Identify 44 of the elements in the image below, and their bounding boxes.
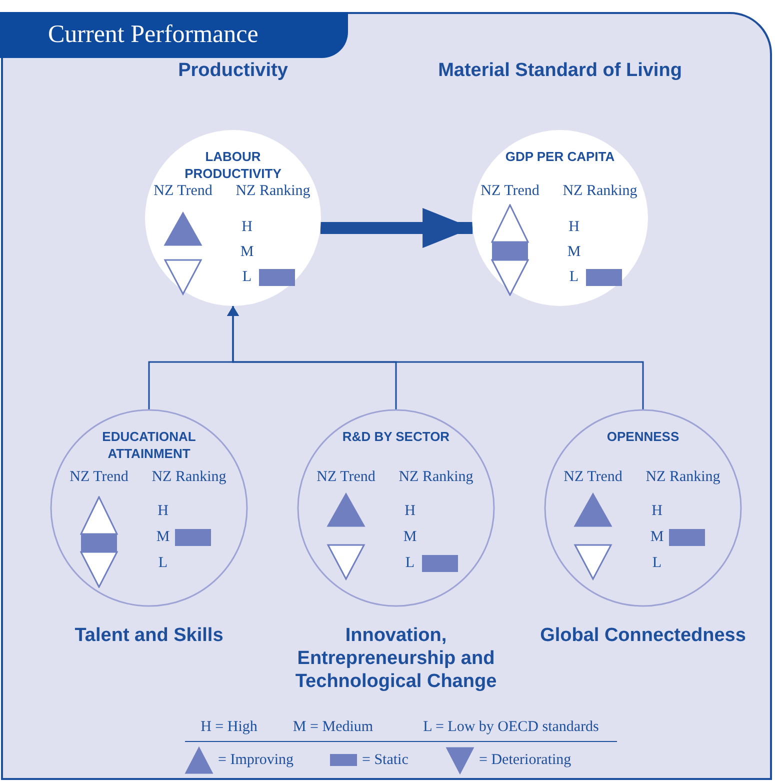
column-header: NZ Ranking (398, 468, 474, 486)
column-header: NZ Ranking (236, 182, 310, 200)
thick-arrow (320, 208, 473, 248)
column-header: NZ Ranking (152, 468, 226, 486)
column-header: NZ Trend (154, 182, 212, 200)
column-header: NZ Ranking (646, 468, 720, 486)
legend-text: = Deteriorating (479, 751, 572, 769)
ranking-level-label: M (156, 528, 170, 546)
column-header: NZ Trend (564, 468, 622, 486)
ranking-level-label: H (404, 502, 416, 520)
ranking-level-label: L (242, 268, 252, 286)
column-header: NZ Trend (316, 468, 376, 486)
key-text: L = Low by OECD standards (423, 718, 599, 736)
category-heading: Innovation, Entrepreneurship and Technological Change (294, 624, 498, 693)
category-heading: Material Standard of Living (437, 59, 683, 82)
ranking-level-label: H (652, 502, 662, 520)
indicator-title: R&D BY SECTOR (341, 428, 451, 445)
ranking-level-label: H (242, 218, 252, 236)
ranking-level-label: L (569, 268, 579, 286)
indicator-title: EDUCATIONAL ATTAINMENT (101, 428, 197, 462)
connector-arrow (227, 306, 644, 410)
key-text: M = Medium (292, 718, 374, 736)
column-header: NZ Ranking (562, 182, 638, 200)
ranking-level-label: M (403, 528, 417, 546)
ranking-level-label: L (405, 554, 415, 572)
category-heading: Global Connectedness (539, 624, 747, 647)
key-text: H = High (200, 718, 258, 736)
legend-text: = Improving (218, 751, 294, 769)
ranking-level-label: M (567, 243, 581, 261)
ranking-level-label: M (240, 243, 254, 261)
ranking-level-label: H (158, 502, 168, 520)
indicator-title: OPENNESS (606, 428, 680, 445)
title-banner: Current Performance (0, 12, 348, 58)
ranking-level-label: H (568, 218, 580, 236)
column-header: NZ Trend (70, 468, 128, 486)
ranking-level-label: L (158, 554, 168, 572)
column-header: NZ Trend (480, 182, 540, 200)
indicator-title: LABOUR PRODUCTIVITY (184, 148, 282, 182)
ranking-level-label: L (652, 554, 662, 572)
category-heading: Productivity (177, 59, 289, 82)
category-heading: Talent and Skills (74, 624, 224, 647)
ranking-level-label: M (650, 528, 664, 546)
legend-text: = Static (362, 751, 408, 769)
indicator-title: GDP PER CAPITA (504, 148, 616, 165)
